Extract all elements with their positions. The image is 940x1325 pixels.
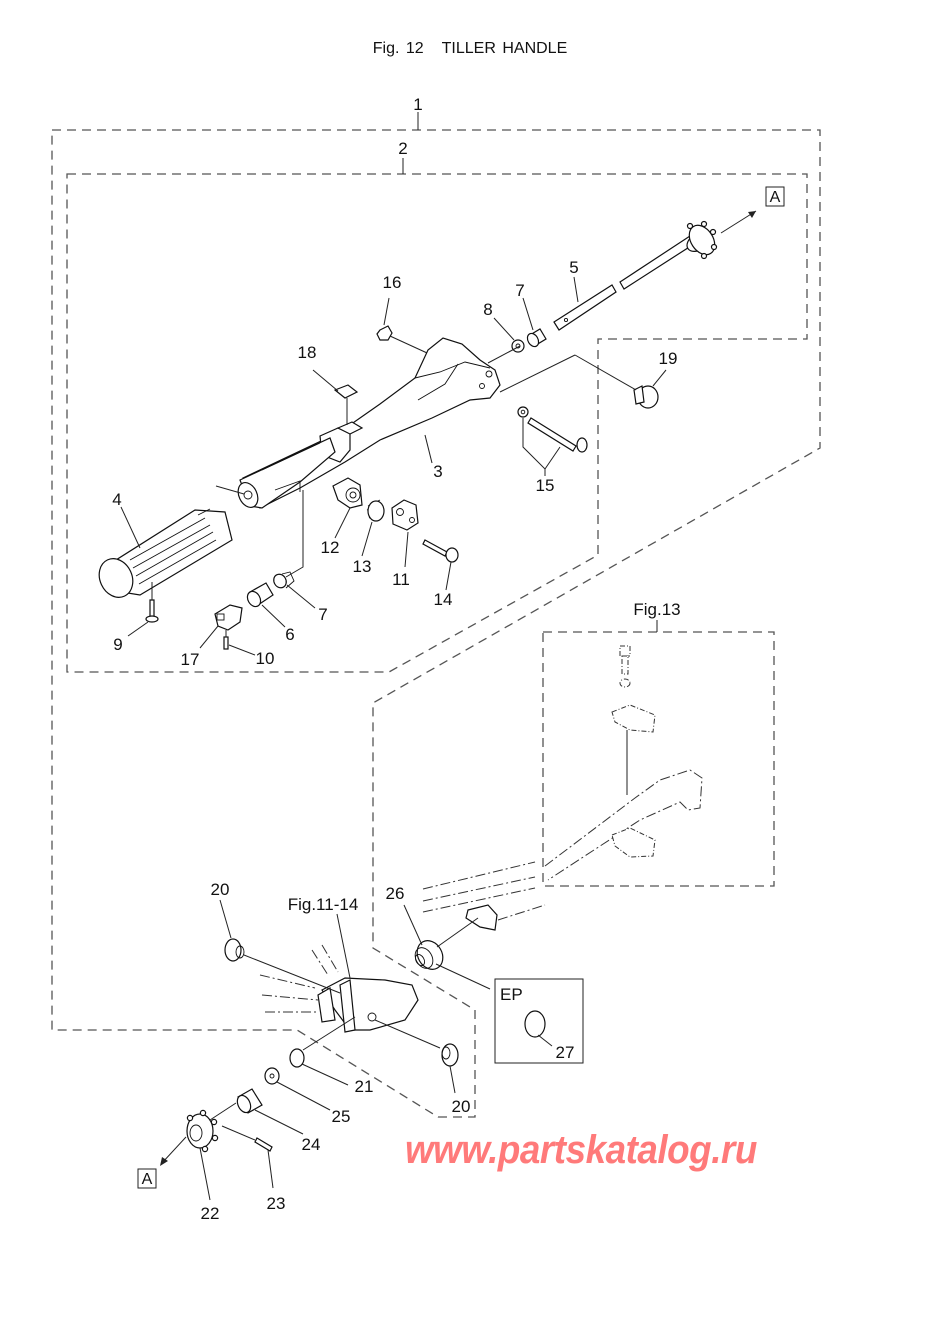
callout-14[interactable]: 14 — [434, 590, 453, 609]
callout-11[interactable]: 11 — [392, 570, 410, 589]
part-15-bolt-washer[interactable] — [517, 406, 588, 453]
part-8-washer[interactable] — [511, 339, 525, 353]
fig13-reference-box — [542, 620, 775, 887]
part-7-bushing-lower[interactable] — [271, 571, 295, 590]
callout-23[interactable]: 23 — [267, 1194, 286, 1213]
connector-a-top: A — [720, 186, 785, 234]
part-26-grommet[interactable] — [412, 936, 448, 974]
callout-20-left[interactable]: 20 — [211, 880, 230, 899]
callout-17[interactable]: 17 — [181, 650, 200, 669]
callout-21[interactable]: 21 — [355, 1077, 374, 1096]
part-21-bushing[interactable] — [289, 1016, 356, 1068]
part-18-plate[interactable] — [333, 384, 359, 425]
figure-title-text: TILLER HANDLE — [441, 40, 568, 57]
callout-7-lower[interactable]: 7 — [318, 605, 327, 624]
callout-20-right[interactable]: 20 — [452, 1097, 471, 1116]
part-19-plug[interactable] — [633, 385, 659, 409]
callout-4[interactable]: 4 — [112, 490, 121, 509]
callout-19[interactable]: 19 — [659, 349, 678, 368]
part-27-cap[interactable] — [524, 1010, 546, 1038]
callout-15[interactable]: 15 — [536, 476, 555, 495]
part-7-bushing-top[interactable] — [525, 328, 547, 349]
callout-22[interactable]: 22 — [201, 1204, 220, 1223]
part-25-washer[interactable] — [264, 1067, 280, 1085]
part-22-throttle-gear[interactable] — [186, 1102, 237, 1153]
part-10-pin[interactable] — [223, 636, 229, 650]
callout-6[interactable]: 6 — [285, 625, 294, 644]
callout-18[interactable]: 18 — [298, 343, 317, 362]
part-23-pin[interactable] — [221, 1125, 273, 1152]
part-9-screw[interactable] — [145, 599, 159, 623]
callout-3[interactable]: 3 — [433, 462, 442, 481]
figure-title: Fig. 12 TILLER HANDLE — [0, 40, 940, 58]
callout-9[interactable]: 9 — [113, 635, 122, 654]
tiller-bracket — [259, 944, 419, 1033]
callout-2[interactable]: 2 — [398, 139, 407, 158]
fig13-linkage — [544, 645, 703, 881]
fig11-14-label[interactable]: Fig.11-14 — [288, 895, 359, 914]
connector-a-bottom: A — [137, 1136, 187, 1189]
callout-24[interactable]: 24 — [302, 1135, 321, 1154]
callout-1[interactable]: 1 — [413, 95, 422, 114]
watermark: www.partskatalog.ru — [405, 1128, 757, 1172]
part-4-throttle-grip[interactable] — [93, 508, 233, 603]
callout-5[interactable]: 5 — [569, 258, 578, 277]
part-17-throttle-joint[interactable] — [214, 604, 243, 631]
part-12-friction-piece[interactable] — [332, 477, 363, 509]
ep-label: EP — [500, 985, 523, 1004]
connector-a-top-label: A — [770, 189, 781, 206]
callout-16[interactable]: 16 — [383, 273, 402, 292]
fig13-label[interactable]: Fig.13 — [633, 600, 680, 619]
assembly-inner-boundary — [66, 158, 808, 673]
part-20-bushing-left[interactable] — [224, 938, 341, 994]
arrow-icon — [160, 1157, 168, 1166]
figure-number: Fig. 12 — [372, 40, 424, 57]
part-3-tiller-handle-body[interactable] — [234, 337, 501, 511]
callout-25[interactable]: 25 — [332, 1107, 351, 1126]
linkage-cables — [422, 861, 546, 948]
callout-7-top[interactable]: 7 — [515, 281, 524, 300]
part-11-friction-block[interactable] — [391, 499, 419, 531]
callout-labels: 1 2 3 4 5 6 7 7 8 9 10 11 12 13 14 15 16… — [112, 95, 680, 1223]
assembly-outer-boundary — [51, 112, 821, 1118]
part-24-collar[interactable] — [235, 1088, 263, 1115]
arrow-icon — [748, 211, 756, 218]
callout-13[interactable]: 13 — [353, 557, 372, 576]
part-14-bolt[interactable] — [422, 539, 459, 563]
part-13-spring[interactable] — [366, 499, 385, 522]
part-5-throttle-shaft[interactable] — [553, 220, 720, 331]
callout-26[interactable]: 26 — [386, 884, 405, 903]
callout-12[interactable]: 12 — [321, 538, 340, 557]
part-20-bushing-right[interactable] — [374, 1019, 459, 1067]
callout-27[interactable]: 27 — [556, 1043, 575, 1062]
callout-8[interactable]: 8 — [483, 300, 492, 319]
callout-10[interactable]: 10 — [256, 649, 275, 668]
part-6-collar[interactable] — [245, 582, 274, 609]
connector-a-bottom-label: A — [142, 1171, 153, 1188]
leader-lines — [120, 276, 667, 1201]
